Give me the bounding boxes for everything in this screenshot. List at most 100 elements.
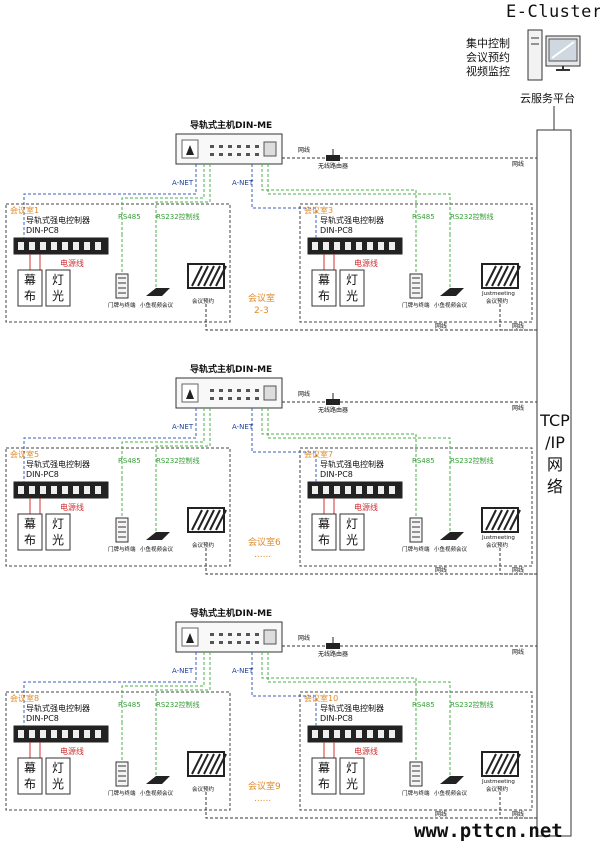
controller-terminal: [378, 730, 384, 738]
screen-hatch: [191, 509, 203, 531]
controller-terminal: [84, 242, 90, 250]
power-line-label: 电源线: [60, 503, 84, 512]
video-conference-label: 小鱼视频会议: [140, 547, 174, 553]
host-indicator-light: [210, 153, 214, 156]
host-indicator-light: [246, 389, 250, 392]
screen-hatch: [485, 753, 497, 775]
rs485-label: RS485: [118, 213, 141, 221]
meeting-room-left-label: 会议室8: [10, 694, 40, 703]
curtain-char-2: 布: [24, 289, 37, 303]
door-panel-icon: [115, 517, 129, 543]
room-net-label: 网线: [435, 811, 448, 818]
booking-label: 会议预约: [192, 787, 215, 793]
watermark: www.pttcn.net: [414, 820, 563, 842]
host-indicator-light: [255, 145, 259, 148]
router-backbone-net-label: 网线: [512, 649, 525, 656]
controller-terminal: [51, 730, 57, 738]
room-net-line: [205, 548, 537, 575]
power-line-label: 电源线: [60, 747, 84, 756]
control-bus-right-rs485: [261, 408, 417, 478]
screen-hatch: [203, 753, 215, 775]
room-net-line: [499, 548, 537, 575]
host-router-net-label: 网线: [298, 147, 311, 154]
host-indicator-light: [237, 397, 241, 400]
a-net-left-label: A-NET: [172, 667, 194, 675]
controller-terminal: [356, 486, 362, 494]
screen-hatch: [215, 509, 227, 531]
meeting-room-right-label: 会议室3: [304, 206, 334, 215]
light-char-1: 灯: [346, 273, 359, 287]
screen-hatch: [197, 265, 209, 287]
curtain-char-2: 布: [318, 533, 331, 547]
a-net-bus-right: [251, 652, 317, 726]
video-conference-label: 小鱼视频会议: [140, 303, 174, 309]
controller-terminal: [84, 486, 90, 494]
host-indicator-light: [237, 389, 241, 392]
curtain-char-1: 幕: [24, 273, 37, 287]
din-pc8-controller: [13, 237, 109, 255]
video-conference-label: 小鱼视频会议: [434, 303, 468, 309]
light-char-1: 灯: [346, 517, 359, 531]
controller-terminal: [345, 486, 351, 494]
light-char-2: 光: [52, 533, 65, 547]
screen-hatch: [509, 509, 521, 531]
video-conference-box-icon: [146, 288, 170, 296]
host-indicator-light: [255, 153, 259, 156]
rs232-label: RS232控制线: [156, 457, 200, 465]
curtain-char-1: 幕: [24, 517, 37, 531]
screen-hatch: [491, 265, 503, 287]
controller-model-label: DIN-PC8: [320, 470, 353, 479]
controller-terminal: [95, 242, 101, 250]
screen-hatch: [497, 753, 509, 775]
controller-terminal: [29, 486, 35, 494]
host-indicator-light: [246, 633, 250, 636]
host-label: 导轨式主机DIN-ME: [190, 609, 273, 619]
controller-model-label: DIN-PC8: [26, 470, 59, 479]
light-box: [339, 269, 365, 307]
controller-terminal: [18, 242, 24, 250]
host-indicator-light: [219, 641, 223, 644]
light-char-1: 灯: [52, 517, 65, 531]
controller-terminal: [29, 730, 35, 738]
controller-label: 导轨式强电控制器: [320, 704, 384, 713]
router-label: 无线路由器: [318, 163, 349, 170]
door-panel-label: 门牌与终端: [108, 547, 136, 553]
curtain-char-2: 布: [24, 777, 37, 791]
a-net-right-label: A-NET: [232, 179, 254, 187]
screen-hatch: [209, 753, 221, 775]
host-label: 导轨式主机DIN-ME: [190, 365, 273, 375]
wifi-router-icon: [326, 399, 340, 405]
curtain-char-1: 幕: [24, 761, 37, 775]
host-indicator-light: [210, 145, 214, 148]
controller-terminal: [312, 730, 318, 738]
host-indicator-light: [210, 633, 214, 636]
control-bus-right-rs232: [267, 408, 451, 478]
door-panel-label: 门牌与终端: [402, 547, 430, 553]
controller-model-label: DIN-PC8: [320, 714, 353, 723]
meeting-room-left-box: [5, 203, 231, 323]
host-module: [263, 141, 277, 157]
light-char-1: 灯: [52, 761, 65, 775]
meeting-room-left-label: 会议室5: [10, 450, 40, 459]
screen-hatch: [491, 509, 503, 531]
video-conference-box-icon: [440, 288, 464, 296]
power-line-label: 电源线: [354, 259, 378, 268]
door-panel-icon: [115, 273, 129, 299]
host-indicator-light: [246, 145, 250, 148]
host-indicator-light: [219, 397, 223, 400]
room-net-label: 网线: [512, 567, 525, 574]
controller-terminal: [345, 242, 351, 250]
controller-label: 导轨式强电控制器: [26, 216, 90, 225]
controller-terminal: [73, 730, 79, 738]
curtain-box: [17, 757, 43, 795]
host-router-net-label: 网线: [298, 635, 311, 642]
light-char-1: 灯: [346, 761, 359, 775]
host-indicator-light: [228, 145, 232, 148]
meeting-room-right-box: [299, 203, 533, 323]
controller-terminal: [378, 486, 384, 494]
light-char-2: 光: [52, 289, 65, 303]
controller-terminal: [312, 242, 318, 250]
cloud-platform-label: 云服务平台: [520, 92, 575, 105]
door-panel-label: 门牌与终端: [108, 791, 136, 797]
